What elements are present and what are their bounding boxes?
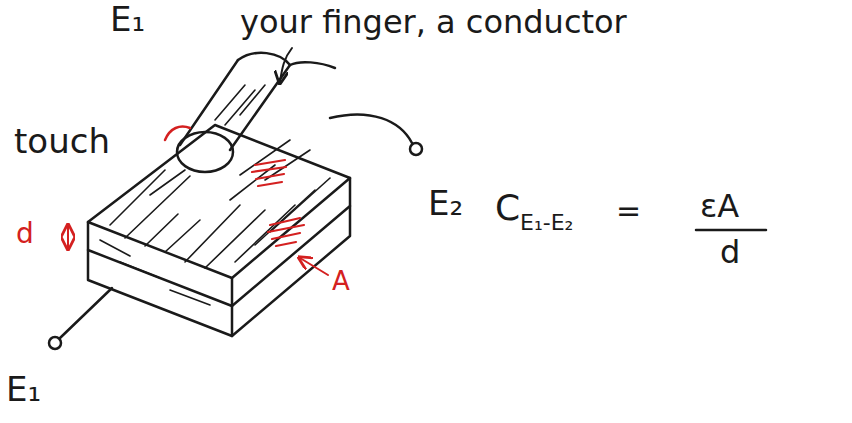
electrode-label: E₁ [110, 2, 145, 36]
slab-top-face [88, 125, 350, 278]
hatching [100, 140, 330, 305]
thickness-arrow [67, 226, 69, 248]
finger-shading [215, 85, 265, 125]
area-marks [252, 160, 304, 246]
slab-top-layer [88, 178, 350, 306]
electrode-label: E₁ [6, 372, 41, 406]
finger-leader [280, 48, 292, 82]
electrode-label: E₂ [428, 186, 463, 220]
finger-note: your finger, a conductor [240, 6, 627, 38]
e1-wire [60, 288, 112, 338]
e2-wire [330, 114, 412, 143]
fraction-bar [696, 229, 766, 232]
formula-denominator: d [720, 236, 740, 268]
slab-edge [231, 278, 234, 306]
slab-edge [231, 306, 234, 336]
equals-sign: = [616, 196, 641, 226]
thickness-label: d [16, 220, 34, 248]
capacitance-symbol: C [495, 190, 520, 226]
touch-note: touch [14, 124, 110, 158]
finger [177, 53, 335, 172]
e2-terminal [410, 143, 422, 155]
e1-terminal [49, 337, 61, 349]
formula-numerator: εA [700, 190, 739, 222]
area-leader [300, 258, 328, 275]
area-label: A [332, 268, 350, 294]
slab-bottom-layer [88, 206, 350, 336]
touch-mark [165, 127, 190, 141]
capacitance-subscript: E₁-E₂ [520, 212, 573, 234]
